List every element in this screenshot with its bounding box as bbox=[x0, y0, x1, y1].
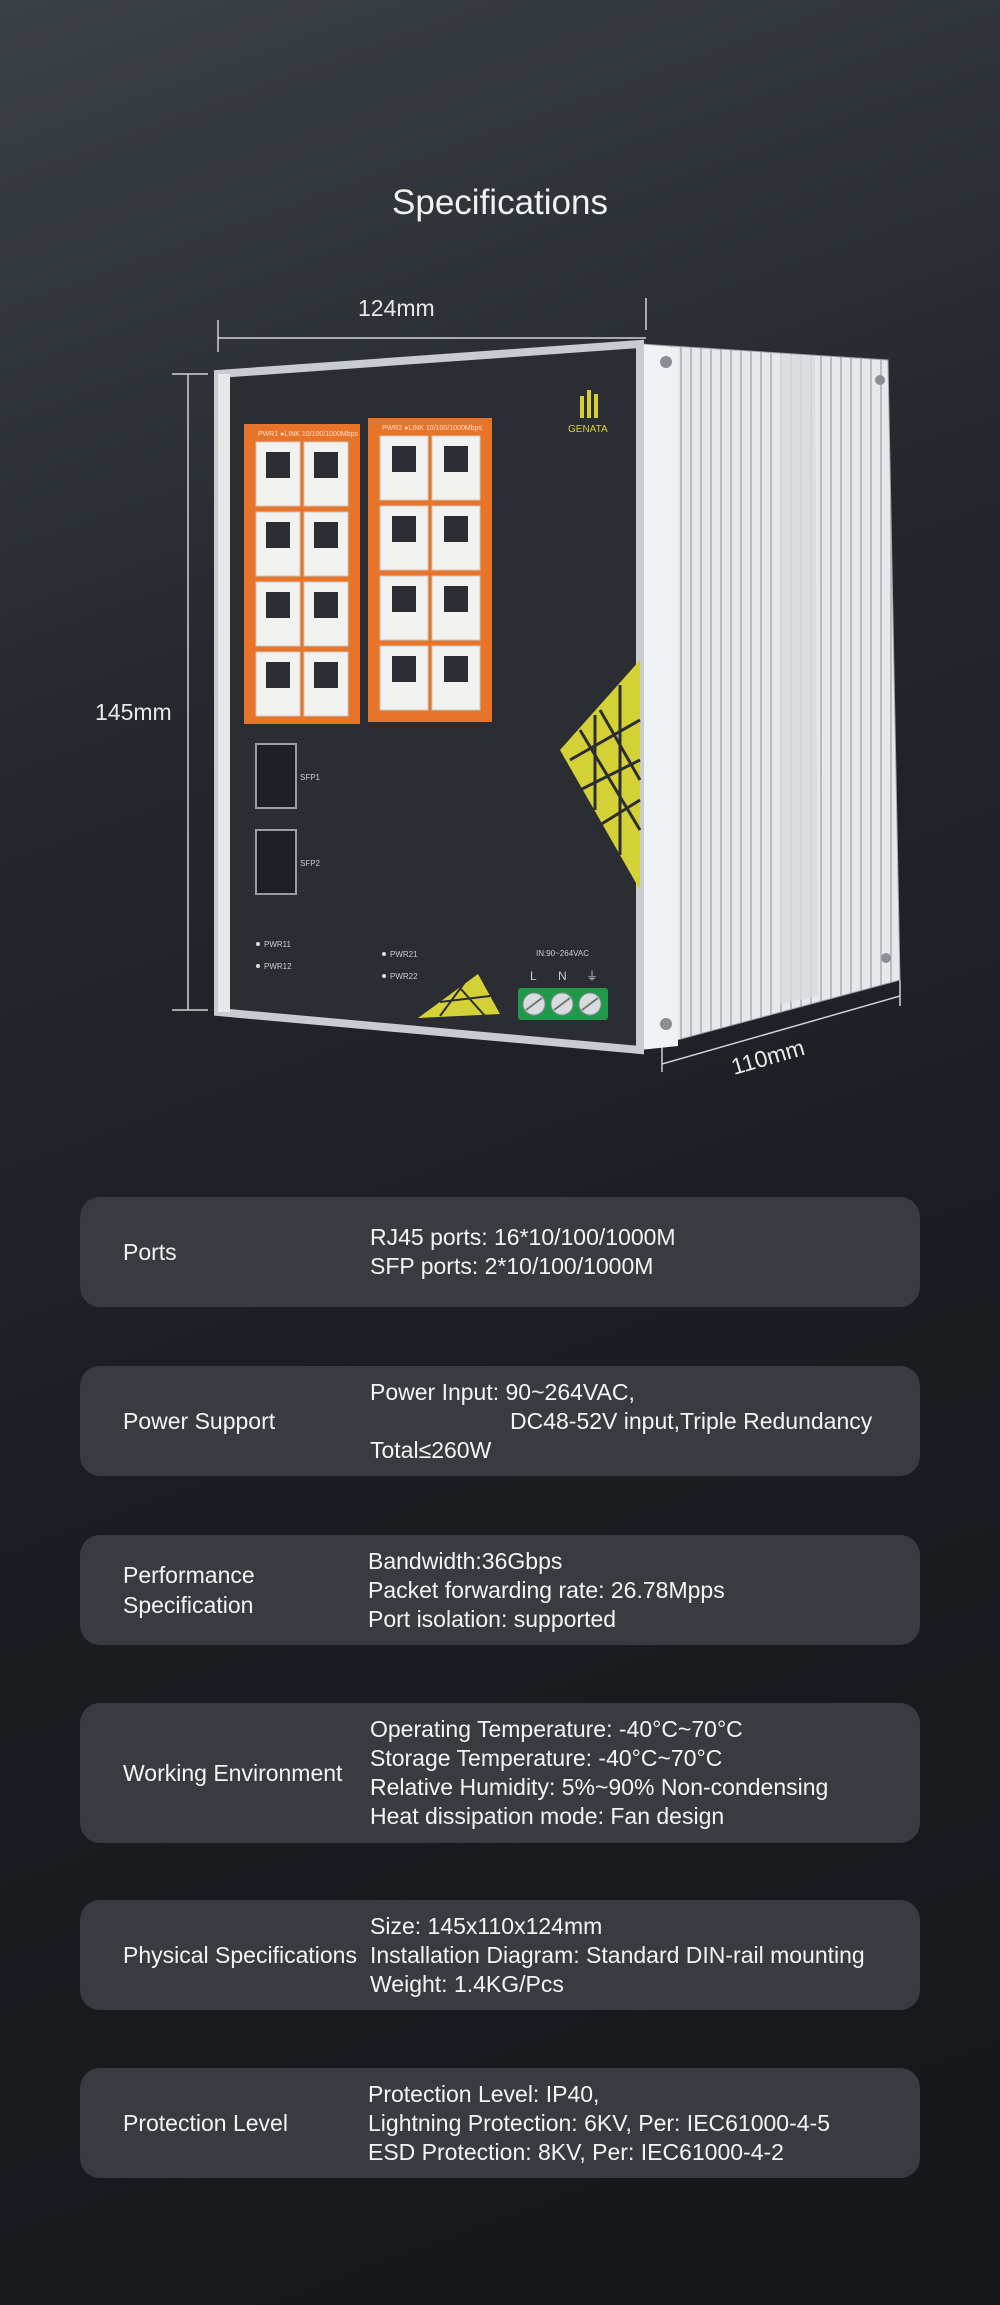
spec-value: RJ45 ports: 16*10/100/1000M SFP ports: 2… bbox=[370, 1224, 676, 1279]
spec-value: Operating Temperature: -40°C~70°C Storag… bbox=[370, 1716, 829, 1829]
power-leds: PWR11 PWR12 PWR21 PWR22 bbox=[256, 940, 418, 981]
rj45-port-block-2: PWR2 ●LINK 10/100/1000Mbps bbox=[368, 418, 492, 722]
spec-value: Power Input: 90~264VAC, DC48-52V input,T… bbox=[370, 1378, 873, 1463]
spec-value: Bandwidth:36Gbps Packet forwarding rate:… bbox=[368, 1547, 725, 1632]
svg-text:L: L bbox=[530, 969, 537, 983]
spec-card-ports: Ports RJ45 ports: 16*10/100/1000M SFP po… bbox=[80, 1197, 920, 1307]
power-terminal: IN:90~264VAC L N ⏚ bbox=[518, 949, 608, 1020]
svg-text:PWR12: PWR12 bbox=[264, 962, 292, 971]
spec-label: Power Support bbox=[123, 1408, 276, 1434]
spec-value: Protection Level: IP40, Lightning Protec… bbox=[368, 2080, 830, 2165]
spec-card-performance: Performance Specification Bandwidth:36Gb… bbox=[80, 1535, 920, 1645]
spec-card-power-support: Power Support Power Input: 90~264VAC, DC… bbox=[80, 1366, 920, 1476]
spec-card-working-environment: Working Environment Operating Temperatur… bbox=[80, 1703, 920, 1843]
spec-card-protection: Protection Level Protection Level: IP40,… bbox=[80, 2068, 920, 2178]
svg-text:⏚: ⏚ bbox=[586, 969, 598, 983]
spec-label: Physical Specifications bbox=[123, 1942, 357, 1968]
svg-text:PWR21: PWR21 bbox=[390, 950, 418, 959]
sfp2-label: SFP2 bbox=[300, 859, 321, 868]
width-dimension: 124mm bbox=[217, 295, 647, 352]
svg-text:PWR22: PWR22 bbox=[390, 972, 418, 981]
spec-label: Protection Level bbox=[123, 2110, 288, 2136]
rj45-port-block-1: PWR1 ●LINK 10/100/1000Mbps bbox=[244, 424, 360, 724]
svg-text:N: N bbox=[558, 969, 567, 983]
spec-label: Performance Specification bbox=[123, 1562, 255, 1618]
svg-text:PWR1 ●LINK 10/100/1000Mbps: PWR1 ●LINK 10/100/1000Mbps bbox=[258, 431, 358, 438]
spec-value: Size: 145x110x124mm Installation Diagram… bbox=[370, 1912, 865, 1997]
svg-text:PWR11: PWR11 bbox=[264, 940, 292, 949]
page-title: Specifications bbox=[392, 183, 608, 223]
height-dimension: 145mm bbox=[95, 373, 208, 1011]
product-illustration: 124mm 145mm 110mm GENATA PWR1 ●LINK 10/1… bbox=[95, 295, 901, 1080]
height-label: 145mm bbox=[95, 699, 172, 725]
spec-label: Ports bbox=[123, 1239, 177, 1265]
width-label: 124mm bbox=[358, 295, 435, 321]
brand-logo: GENATA bbox=[568, 390, 608, 435]
sfp-ports: SFP1 SFP2 bbox=[255, 743, 321, 895]
sfp1-label: SFP1 bbox=[300, 773, 321, 782]
spec-card-physical: Physical Specifications Size: 145x110x12… bbox=[80, 1900, 920, 2010]
brand-name: GENATA bbox=[568, 424, 608, 435]
svg-text:PWR2 ●LINK 10/100/1000Mbps: PWR2 ●LINK 10/100/1000Mbps bbox=[382, 425, 482, 432]
spec-label: Working Environment bbox=[123, 1760, 343, 1786]
yellow-grid-decoration bbox=[418, 660, 642, 1018]
svg-text:IN:90~264VAC: IN:90~264VAC bbox=[536, 949, 589, 958]
